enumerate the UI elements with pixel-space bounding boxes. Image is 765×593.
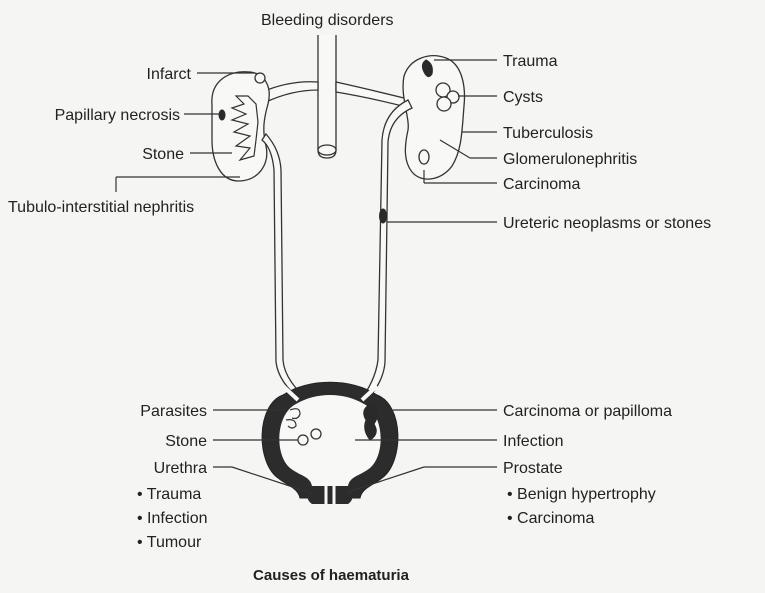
label-benign-hypertrophy: • Benign hypertrophy bbox=[507, 486, 656, 503]
label-prostate-carcinoma: • Carcinoma bbox=[507, 510, 595, 527]
label-glomerulonephritis: Glomerulonephritis bbox=[503, 151, 637, 168]
label-urethra-infection: • Infection bbox=[137, 510, 208, 527]
label-bleeding-disorders: Bleeding disorders bbox=[261, 12, 394, 29]
papillary-necrosis-lesion bbox=[219, 110, 225, 120]
label-ureteric-neoplasms: Ureteric neoplasms or stones bbox=[503, 215, 711, 232]
label-urethra-tumour: • Tumour bbox=[137, 534, 202, 551]
ureteric-lesion bbox=[380, 209, 387, 223]
left-ureter bbox=[262, 134, 296, 392]
left-kidney bbox=[212, 72, 269, 181]
aorta bbox=[318, 35, 336, 158]
left-renal-vessel bbox=[262, 82, 318, 102]
label-stone-kidney: Stone bbox=[142, 146, 184, 163]
label-carcinoma-papilloma: Carcinoma or papilloma bbox=[503, 403, 672, 420]
label-cysts: Cysts bbox=[503, 89, 543, 106]
label-infarct: Infarct bbox=[147, 66, 192, 83]
label-stone-bladder: Stone bbox=[165, 433, 207, 450]
label-parasites: Parasites bbox=[140, 403, 207, 420]
label-tuberculosis: Tuberculosis bbox=[503, 125, 593, 142]
label-tubulo-interstitial-nephritis: Tubulo-interstitial nephritis bbox=[8, 199, 194, 216]
right-kidney bbox=[403, 56, 464, 179]
label-papillary-necrosis: Papillary necrosis bbox=[55, 107, 180, 124]
label-infection: Infection bbox=[503, 433, 563, 450]
bladder bbox=[262, 382, 398, 504]
carcinoma-lesion bbox=[419, 150, 429, 164]
label-urethra: Urethra bbox=[154, 460, 207, 477]
label-prostate: Prostate bbox=[503, 460, 563, 477]
right-ureter bbox=[366, 100, 412, 394]
bladder-stone-lesion bbox=[298, 435, 308, 445]
label-trauma: Trauma bbox=[503, 53, 558, 70]
label-carcinoma-kidney: Carcinoma bbox=[503, 176, 580, 193]
diagram-caption: Causes of haematuria bbox=[253, 567, 410, 584]
label-urethra-trauma: • Trauma bbox=[137, 486, 201, 503]
infarct-lesion bbox=[255, 73, 265, 83]
